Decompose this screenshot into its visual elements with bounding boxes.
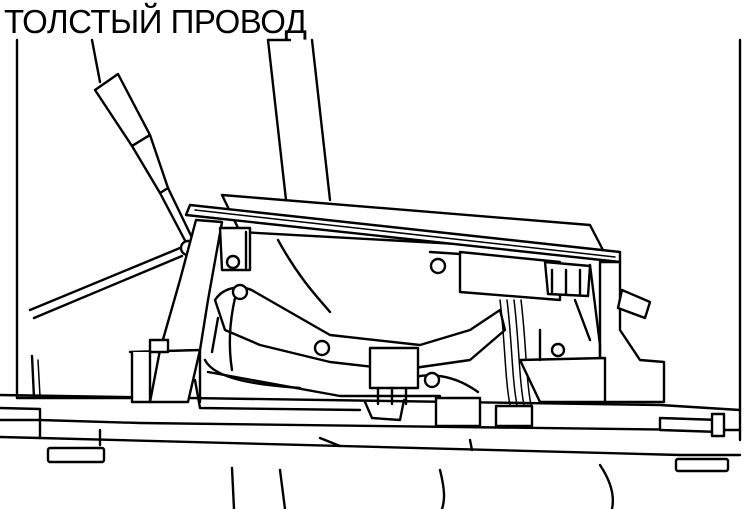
lower-legs [230, 463, 614, 509]
thick-wire [28, 38, 198, 320]
base-rail [0, 393, 742, 473]
right-housing [518, 260, 666, 404]
tall-posts [266, 38, 332, 202]
frame-edges [15, 38, 742, 442]
wire-bundle [499, 299, 532, 406]
left-housing [128, 218, 252, 404]
thick-wire-callout-label: ТОЛСТЫЙ ПРОВОД [4, 3, 307, 40]
top-cover [184, 193, 622, 264]
inner-lever [210, 238, 507, 372]
center-connector [368, 346, 441, 406]
right-switch-block [428, 250, 592, 302]
probe-rod [658, 412, 726, 438]
lower-linkage [193, 358, 534, 428]
